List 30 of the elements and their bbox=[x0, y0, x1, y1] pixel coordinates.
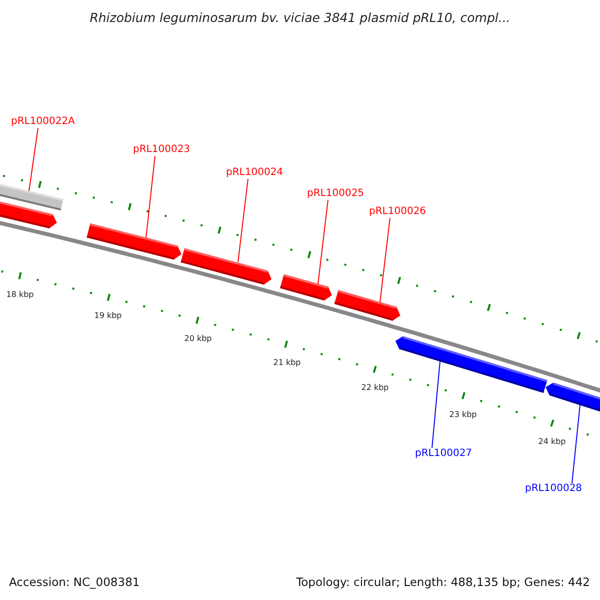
genome-summary-text: Topology: circular; Length: 488,135 bp; Genes: 442 bbox=[296, 575, 590, 589]
scale-label: 20 kbp bbox=[183, 334, 213, 344]
gene-feature-block bbox=[0, 201, 59, 230]
gene-feature-block bbox=[280, 274, 334, 302]
title: Rhizobium leguminosarum bv. viciae 3841 plasmid pRL10, compl... bbox=[88, 10, 512, 25]
scale-label: 19 kbp bbox=[93, 311, 123, 322]
gene-label: pRL100026 bbox=[369, 206, 426, 218]
gene-label: pRL100024 bbox=[226, 167, 284, 179]
scale-label: 24 kbp bbox=[537, 437, 567, 448]
leader-line bbox=[380, 218, 390, 302]
scale-label: 21 kbp bbox=[272, 358, 302, 368]
gene-label: pRL100022A bbox=[11, 116, 75, 128]
leader-line bbox=[432, 361, 440, 448]
scale-label: 22 kbp bbox=[360, 383, 390, 394]
leader-line bbox=[146, 156, 156, 238]
gene-feature-block bbox=[393, 334, 547, 393]
leader-line bbox=[318, 200, 328, 285]
gene-feature-block bbox=[181, 248, 274, 286]
gene-feature-block bbox=[86, 224, 183, 262]
leader-line bbox=[572, 404, 580, 484]
gene-feature-block bbox=[334, 290, 402, 322]
accession-text: Accession: NC_008381 bbox=[9, 575, 140, 589]
gene-label: pRL100028 bbox=[525, 483, 582, 495]
leader-line bbox=[28, 128, 38, 192]
gene-label: pRL100027 bbox=[415, 448, 472, 460]
scale-label: 18 kbp bbox=[5, 290, 35, 300]
gene-label: pRL100025 bbox=[307, 188, 364, 200]
leader-line bbox=[238, 178, 248, 263]
gene-label: pRL100023 bbox=[133, 144, 190, 156]
scale-label: 23 kbp bbox=[448, 410, 478, 420]
